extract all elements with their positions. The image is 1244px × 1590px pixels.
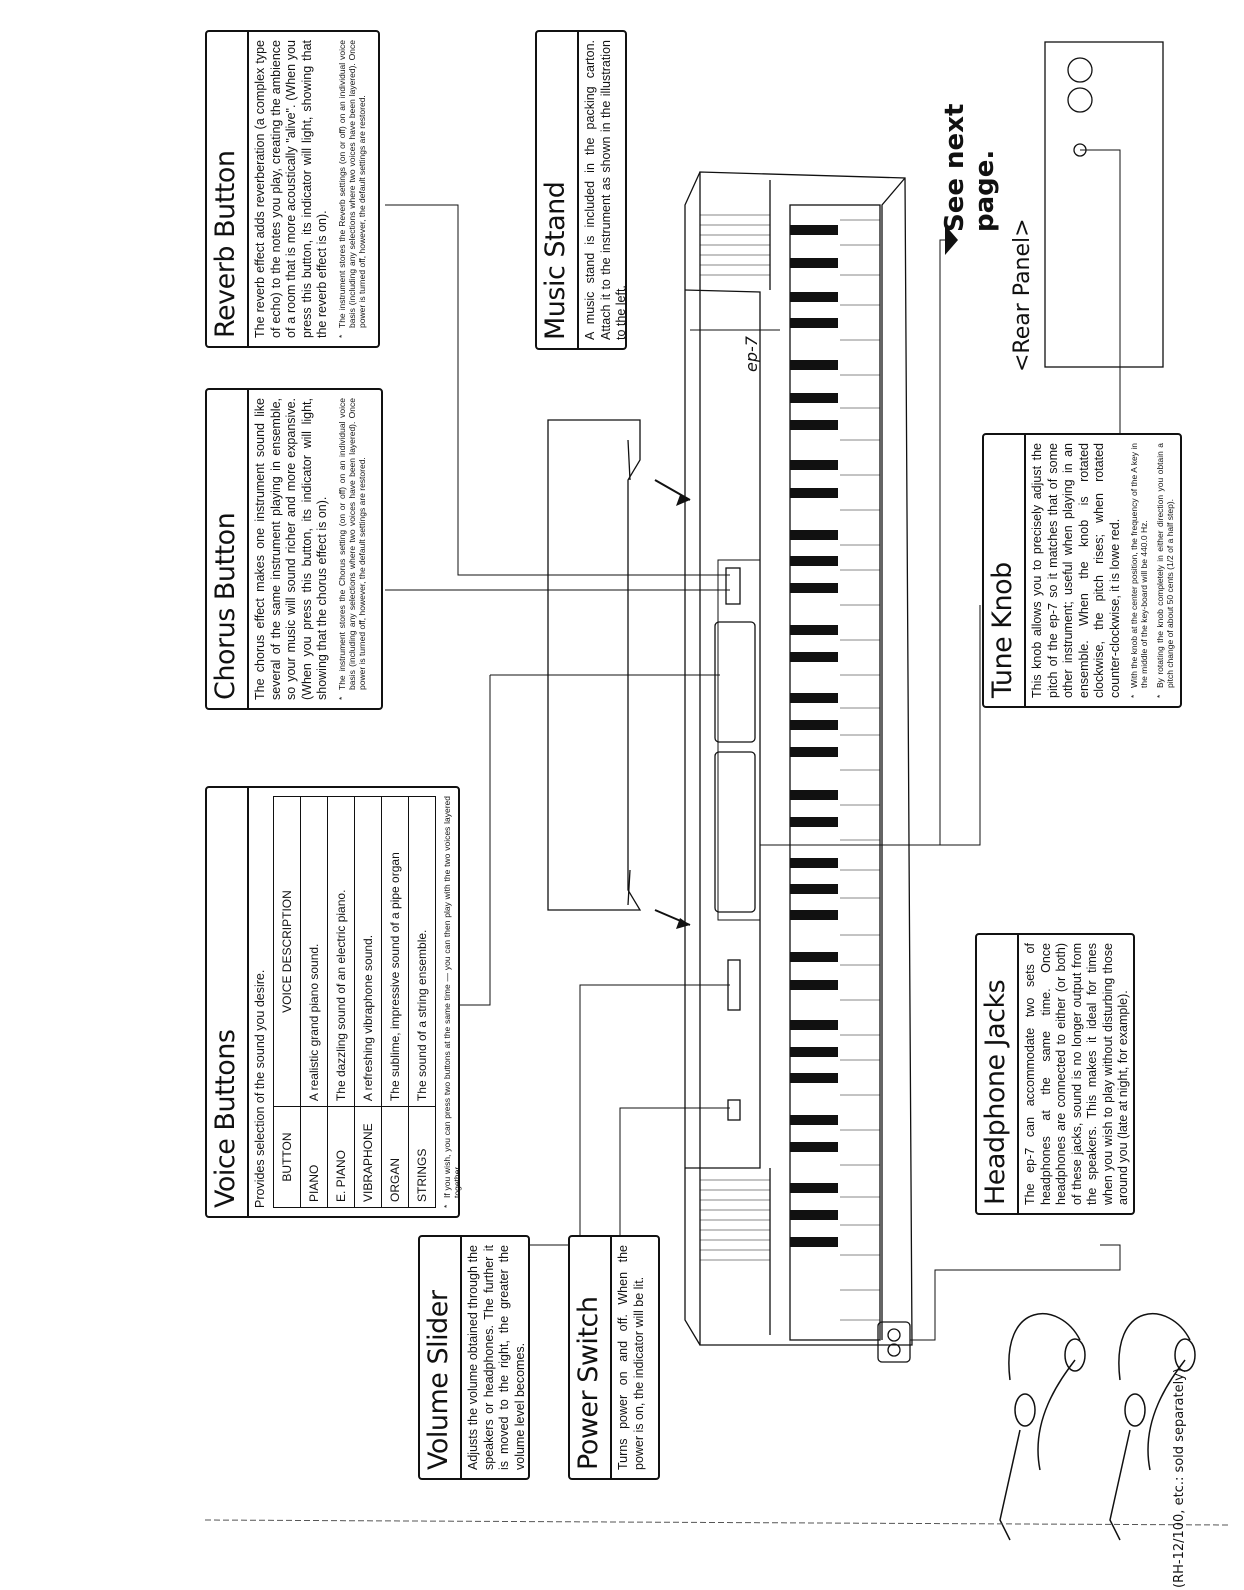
tune-title: Tune Knob: [984, 435, 1026, 706]
voice-button-name: PIANO: [300, 1106, 327, 1208]
volume-slider-panel: Volume Slider Adjusts the volume obtaine…: [418, 1235, 530, 1480]
keybed: [789, 204, 881, 1341]
voice-button-name: VIBRAPHONE: [354, 1106, 381, 1208]
headphone-jack-block: [877, 1321, 911, 1363]
tune-body: This knob allows you to precisely adjust…: [1030, 443, 1122, 698]
power-switch: [727, 1099, 741, 1121]
voice-buttons-panel: Voice Buttons Provides selection of the …: [205, 786, 462, 1218]
voice-intro: Provides selection of the sound you desi…: [253, 969, 267, 1208]
voice-button-group: [714, 621, 756, 743]
tune-note-1: *With the knob at the center position, t…: [1129, 443, 1149, 698]
black-keys: [790, 225, 838, 1247]
reverb-note: *The instrument stores the Reverb settin…: [336, 40, 367, 338]
speaker-grille-bottom: [700, 1179, 770, 1261]
voice-description: A realistic grand piano sound.: [300, 796, 327, 1107]
headphones-caption: (RH-12/100, etc.: sold separately): [1172, 1368, 1187, 1588]
music-stand-body: A music stand is included in the packing…: [583, 40, 628, 340]
voice-button-name: E. PIANO: [327, 1106, 354, 1208]
tune-knob-area: [714, 751, 756, 913]
voice-description: A refreshing vibraphone sound.: [354, 796, 381, 1107]
headphone-jacks-panel: Headphone Jacks The ep-7 can accommodate…: [975, 933, 1135, 1215]
voice-description: The sublime, impressive sound of a pipe …: [381, 796, 408, 1107]
chorus-button-panel: Chorus Button The chorus effect makes on…: [205, 388, 383, 710]
headphones-illustration: [999, 1313, 1196, 1541]
keyboard-body: [699, 171, 913, 1346]
voice-title: Voice Buttons: [207, 788, 249, 1216]
effect-buttons: [725, 567, 741, 605]
music-stand-panel: Music Stand A music stand is included in…: [535, 30, 628, 350]
rear-panel-illustration: [1044, 41, 1164, 368]
white-key-lines: [840, 219, 880, 1321]
headphone-body: The ep-7 can accommodate two sets of hea…: [1023, 943, 1130, 1205]
music-stand: [547, 419, 642, 911]
voice-note: *If you wish, you can press two buttons …: [441, 796, 462, 1208]
tune-note-2: *By rotating the knob completely in eith…: [1155, 443, 1175, 698]
reverb-body: The reverb effect adds reverberation (a …: [253, 40, 329, 338]
table-header-row: BUTTON VOICE DESCRIPTION: [273, 796, 300, 1208]
model-label: ep-7: [742, 336, 761, 372]
chorus-title: Chorus Button: [207, 390, 249, 708]
voice-description: The dazzling sound of an electric piano.: [327, 796, 354, 1107]
control-panel: [717, 559, 761, 921]
voice-button-name: STRINGS: [408, 1106, 435, 1208]
tune-knob-panel: Tune Knob This knob allows you to precis…: [982, 433, 1182, 708]
col-button-header: BUTTON: [273, 1106, 300, 1208]
see-next-page-label: See next page.: [940, 103, 1000, 232]
chorus-note: *The instrument stores the Chorus settin…: [336, 398, 367, 700]
col-desc-header: VOICE DESCRIPTION: [273, 796, 300, 1107]
chorus-body: The chorus effect makes one instrument s…: [253, 398, 329, 700]
see-next-arrow-icon: [945, 225, 958, 255]
volume-body: Adjusts the volume obtained through the …: [466, 1245, 527, 1470]
voice-button-name: ORGAN: [381, 1106, 408, 1208]
power-title: Power Switch: [570, 1237, 612, 1478]
headphone-title: Headphone Jacks: [977, 935, 1019, 1213]
volume-title: Volume Slider: [420, 1237, 462, 1478]
stand-arrows: [676, 495, 690, 929]
music-stand-title: Music Stand: [537, 32, 579, 348]
rear-panel-label: <Rear Panel>: [1010, 218, 1035, 372]
power-body: Turns power on and off. When the power i…: [616, 1245, 646, 1470]
power-switch-panel: Power Switch Turns power on and off. Whe…: [568, 1235, 660, 1480]
speaker-grille-top: [700, 214, 770, 276]
voice-description: The sound of a string ensemble.: [408, 796, 435, 1107]
reverb-button-panel: Reverb Button The reverb effect adds rev…: [205, 30, 380, 348]
reverb-title: Reverb Button: [207, 32, 249, 346]
